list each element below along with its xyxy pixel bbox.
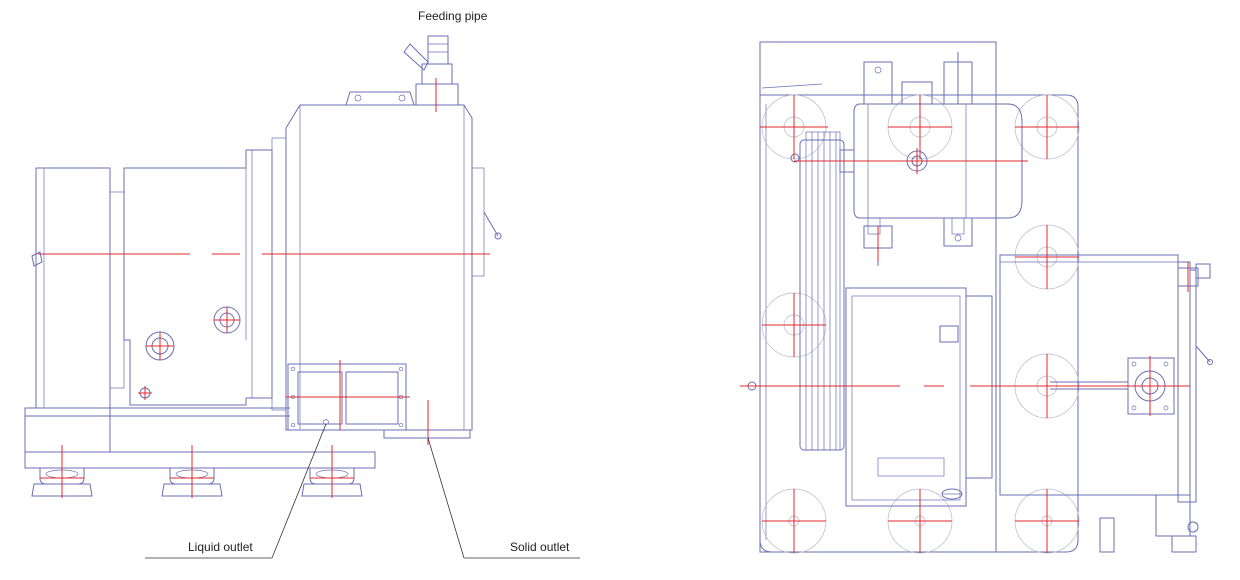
feeding-pipe-label: Feeding pipe (418, 9, 488, 23)
motor (839, 52, 1023, 266)
solid-outlet-label: Solid outlet (510, 540, 570, 554)
front-centerlines (740, 95, 1190, 553)
gearbox (845, 287, 993, 507)
isolator-feet (31, 468, 363, 497)
foot-circles (761, 94, 1080, 554)
bearing-housing (123, 149, 273, 406)
base-plate (24, 451, 376, 469)
belt-pulley (790, 131, 845, 451)
front-view (740, 41, 1213, 554)
drum-casing (285, 104, 473, 431)
drum-housing-front (999, 254, 1213, 537)
side-centerlines (38, 78, 490, 498)
side-view (24, 35, 580, 559)
side-leaders (145, 423, 580, 559)
motor-housing (35, 167, 111, 409)
liquid-outlet-label: Liquid outlet (188, 540, 253, 554)
solid-outlet-chute (383, 429, 471, 439)
feeding-pipe (403, 35, 459, 106)
base-frame (759, 94, 1079, 553)
lifting-lug (345, 91, 415, 106)
base-step (24, 407, 111, 453)
